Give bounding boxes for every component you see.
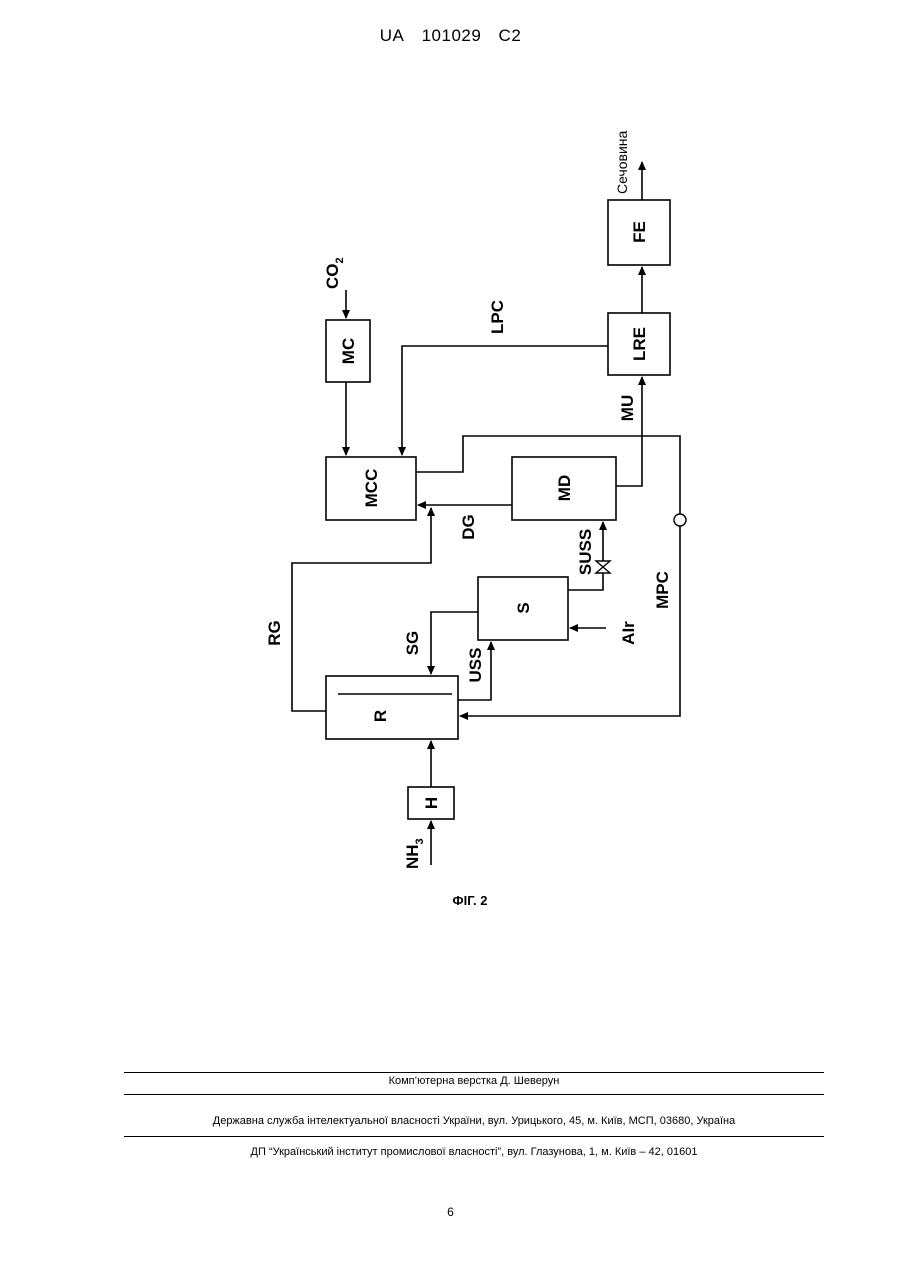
unit-lre-label: LRE	[630, 327, 649, 361]
unit-s-label: S	[514, 602, 533, 613]
unit-h-label: H	[422, 797, 441, 809]
unit-md-label: MD	[555, 475, 574, 501]
stream-co2-subscript: 2	[334, 257, 346, 263]
stream-nh3-label: NH3	[403, 838, 426, 869]
stream-rg-label: RG	[265, 620, 284, 646]
figure-caption: ФІГ. 2	[453, 893, 488, 908]
unit-r-box	[326, 676, 458, 739]
stream-co2-label: CO2	[323, 257, 346, 289]
page-number: 6	[0, 1205, 901, 1219]
stream-suss-label: SUSS	[576, 529, 595, 575]
unit-fe-label: FE	[630, 221, 649, 243]
footer-layout-credit: Комп’ютерна верстка Д. Шеверун	[124, 1075, 824, 1087]
footer-rule-1	[124, 1072, 824, 1073]
suss-valve-icon	[596, 561, 610, 573]
stream-product-label: Сечовина	[614, 130, 630, 194]
unit-mc-label: MC	[339, 338, 358, 364]
stream-mu-label: MU	[618, 395, 637, 421]
mu-line	[616, 377, 642, 486]
stream-sg-label: SG	[403, 631, 422, 656]
stream-dg-label: DG	[459, 514, 478, 540]
rg-line	[292, 508, 431, 711]
lpc-line	[402, 346, 608, 455]
footer-institute: ДП “Український інститут промислової вла…	[124, 1146, 824, 1158]
stream-uss-label: USS	[466, 648, 485, 683]
footer-agency: Державна служба інтелектуальної власност…	[124, 1115, 824, 1127]
stream-mpc-label: MPC	[653, 571, 672, 609]
stream-co2-main: CO	[323, 264, 342, 290]
mpc-line	[416, 436, 680, 716]
stream-nh3-subscript: 3	[414, 838, 426, 844]
unit-r-label: R	[371, 710, 390, 722]
mpc-pump-icon	[674, 514, 686, 526]
stream-air-label: AIr	[619, 621, 638, 645]
stream-lpc-label: LPC	[488, 300, 507, 334]
footer-rule-2	[124, 1094, 824, 1095]
footer-rule-3	[124, 1136, 824, 1137]
stream-nh3-main: NH	[403, 844, 422, 869]
unit-mcc-label: MCC	[362, 469, 381, 508]
